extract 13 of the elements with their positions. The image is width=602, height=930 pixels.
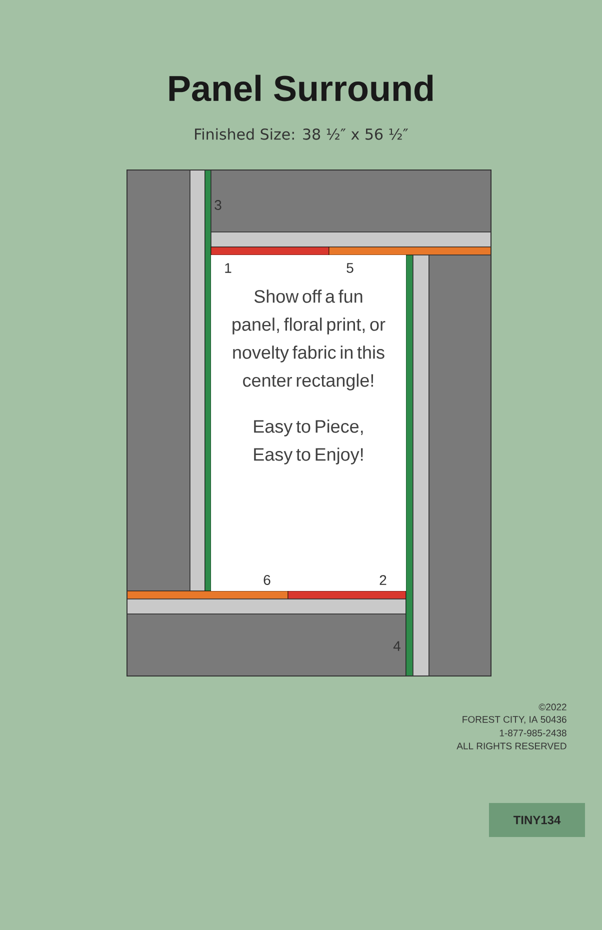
piece-number: 4 <box>393 641 400 651</box>
piece-number: 6 <box>264 575 270 585</box>
copyright-line: ©2022 <box>538 704 566 710</box>
pattern-tab: TINY134 <box>489 803 585 837</box>
subtitle: Finished Size: 38 ½″ x 56 ½″ <box>195 128 408 140</box>
address-line: FOREST CITY, IA 50436 <box>462 716 566 724</box>
piece-number: 3 <box>214 200 222 210</box>
rights-notice: ALL RIGHTS RESERVED <box>456 742 566 750</box>
title: Panel Surround <box>169 74 433 102</box>
piece-number: 2 <box>380 575 386 585</box>
phone-number: 1-877-985-2438 <box>500 730 566 736</box>
piece-number: 5 <box>346 263 354 273</box>
piece-number: 1 <box>225 263 232 273</box>
